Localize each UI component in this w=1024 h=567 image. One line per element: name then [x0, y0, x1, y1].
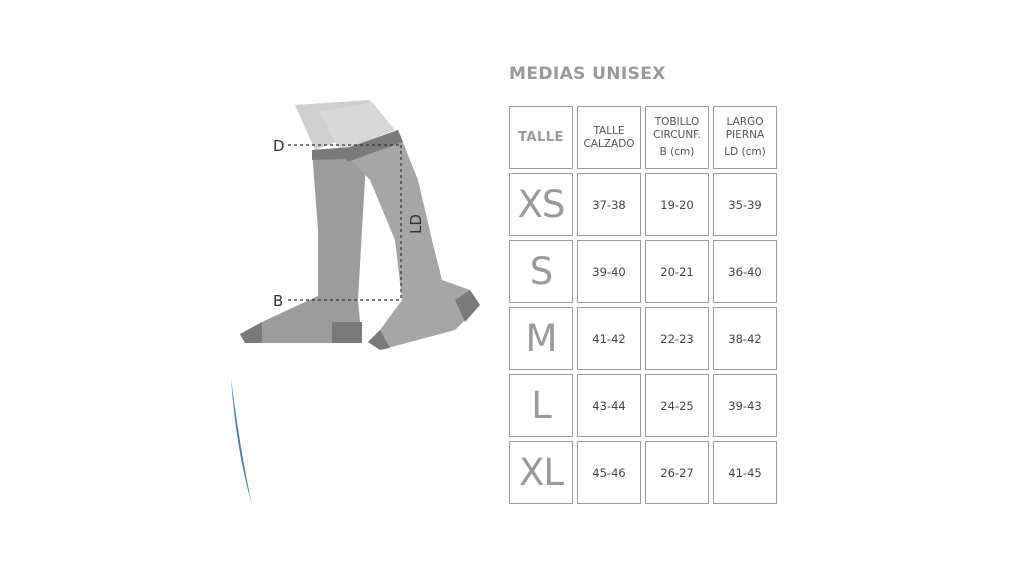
calzado-cell: 45-46 [577, 441, 641, 504]
sock-front [342, 130, 480, 350]
tobillo-cell: 22-23 [645, 307, 709, 370]
table-row: XS 37-38 19-20 35-39 [509, 173, 777, 236]
table-row: XL 45-46 26-27 41-45 [509, 441, 777, 504]
sock-front-heel [455, 290, 480, 322]
label-b: B [273, 292, 283, 310]
table-header-row: TALLE TALLE CALZADO TOBILLO CIRCUNF. B (… [509, 106, 777, 169]
table-row: S 39-40 20-21 36-40 [509, 240, 777, 303]
page-title: MEDIAS UNISEX [509, 64, 666, 84]
upper-leg-right [320, 102, 395, 152]
largo-cell: 35-39 [713, 173, 777, 236]
header-largo-pierna: LARGO PIERNA LD (cm) [713, 106, 777, 169]
size-cell: S [509, 240, 573, 303]
size-cell: XS [509, 173, 573, 236]
largo-cell: 36-40 [713, 240, 777, 303]
largo-cell: 38-42 [713, 307, 777, 370]
tobillo-cell: 24-25 [645, 374, 709, 437]
table-row: M 41-42 22-23 38-42 [509, 307, 777, 370]
table-row: L 43-44 24-25 39-43 [509, 374, 777, 437]
calzado-cell: 39-40 [577, 240, 641, 303]
size-cell: M [509, 307, 573, 370]
calzado-cell: 41-42 [577, 307, 641, 370]
largo-cell: 39-43 [713, 374, 777, 437]
header-tobillo: TOBILLO CIRCUNF. B (cm) [645, 106, 709, 169]
label-ld: LD [407, 214, 425, 234]
sock-back-toe [240, 322, 262, 343]
sock-back [240, 146, 367, 343]
size-chart-table: TALLE TALLE CALZADO TOBILLO CIRCUNF. B (… [505, 102, 781, 508]
size-cell: XL [509, 441, 573, 504]
label-d: D [273, 137, 285, 155]
tobillo-cell: 26-27 [645, 441, 709, 504]
tobillo-cell: 20-21 [645, 240, 709, 303]
sock-front-toe [368, 330, 390, 350]
header-talle-calzado: TALLE CALZADO [577, 106, 641, 169]
largo-cell: 41-45 [713, 441, 777, 504]
header-talle: TALLE [509, 106, 573, 169]
blue-swoosh-decoration [231, 378, 252, 505]
calzado-cell: 37-38 [577, 173, 641, 236]
tobillo-cell: 19-20 [645, 173, 709, 236]
sock-front-band [342, 130, 403, 162]
calzado-cell: 43-44 [577, 374, 641, 437]
sock-diagram: D B LD [231, 100, 480, 505]
size-cell: L [509, 374, 573, 437]
sock-back-heel [332, 322, 362, 343]
